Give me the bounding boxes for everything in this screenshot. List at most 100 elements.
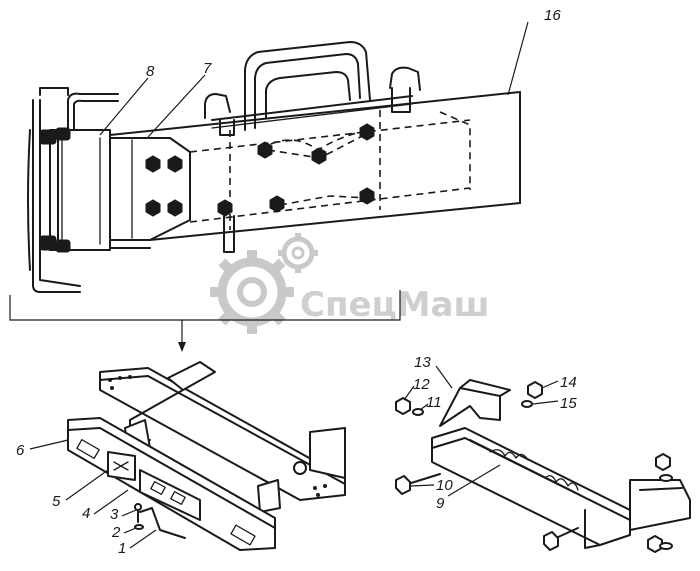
bumper-exploded-view <box>67 361 346 551</box>
leader-12 <box>403 385 415 401</box>
bumper-slot-right <box>230 524 256 546</box>
view-arrow <box>9 290 401 352</box>
frame-rail-hidden-end <box>439 111 471 190</box>
rail-lug-right <box>389 66 421 91</box>
hitch-bolt-left-head <box>395 475 411 495</box>
leader-6 <box>29 439 69 450</box>
watermark-text: СпецМаш <box>300 285 490 325</box>
callout-labels: 16 8 7 6 5 4 3 2 1 13 12 11 14 15 10 9 <box>16 7 577 557</box>
hitch-bolt-bottom-head <box>543 531 559 551</box>
frame-rail-nuts <box>217 123 375 217</box>
leader-1 <box>129 529 157 549</box>
leader-9 <box>447 464 501 497</box>
view-bracket-line <box>9 290 401 321</box>
rail-stub-upper <box>167 361 216 391</box>
top-assembly-view <box>27 41 521 293</box>
hitch-spring-2 <box>544 475 579 491</box>
screw-head <box>134 503 142 511</box>
hitch-end-bracket-edge <box>639 487 683 491</box>
crossbeam-flange <box>99 375 346 485</box>
mount-plate-bolts <box>39 127 71 253</box>
hitch-washer-left <box>412 408 424 416</box>
view-arrow-head <box>178 342 186 352</box>
frame-bracket-bolts <box>145 155 183 217</box>
watermark-logo: СпецМаш <box>210 233 490 334</box>
hitch-beam <box>431 427 631 546</box>
hitch-upper-bracket <box>439 387 501 427</box>
tow-hitch-exploded-view <box>395 379 691 553</box>
callout-13: 13 <box>414 354 431 371</box>
mount-plate-ribs <box>61 137 101 245</box>
callout-leaders <box>29 21 559 549</box>
air-pipe-bottom <box>73 99 119 131</box>
tow-handle-grip <box>265 71 351 119</box>
bumper <box>67 417 276 551</box>
crossbeam-tow-hole <box>293 461 307 475</box>
hitch-end-nuts <box>647 453 673 553</box>
callout-4: 4 <box>82 505 90 522</box>
leader-3 <box>121 509 137 517</box>
hitch-upper-bracket-top <box>459 379 511 397</box>
watermark-gear-large-icon <box>210 250 294 334</box>
callout-2: 2 <box>111 524 121 541</box>
rail-lug-bolt <box>391 87 411 113</box>
tow-handle-inner <box>254 53 361 129</box>
leader-2 <box>123 527 137 534</box>
license-plate-slot-2 <box>170 491 186 505</box>
leader-13 <box>435 365 453 389</box>
mount-lower-lip <box>109 239 151 249</box>
frame-rail-top <box>109 91 521 136</box>
bumper-insert-cross <box>113 461 129 471</box>
callout-15: 15 <box>560 395 577 412</box>
hitch-bolt-bottom <box>555 527 579 539</box>
callout-10: 10 <box>436 477 453 494</box>
crossmember-top-inner <box>211 103 413 129</box>
callout-6: 6 <box>16 442 25 459</box>
beam-bracket-right <box>257 479 281 513</box>
bumper-upper-edge <box>67 427 276 529</box>
frame-bracket <box>109 137 191 241</box>
hitch-nut-right <box>527 381 543 399</box>
watermark-gear-small-icon <box>278 233 318 273</box>
hitch-bolt-left <box>407 473 441 485</box>
rail-lug-left <box>204 93 231 119</box>
spring-hidden-line-lower <box>279 195 369 206</box>
rail-stub-lower <box>309 427 346 479</box>
leader-7 <box>147 74 206 138</box>
callout-1: 1 <box>118 540 126 557</box>
callout-11: 11 <box>426 394 442 411</box>
hitch-nut-left <box>395 397 411 415</box>
mount-plate <box>49 129 111 251</box>
hitch-rod <box>469 439 581 496</box>
bumper-end-top <box>39 87 69 96</box>
callout-3: 3 <box>110 506 119 523</box>
bumper-end-inner <box>39 99 81 287</box>
rail-bottom-bolt <box>223 215 235 253</box>
bumper-end-profile <box>32 99 81 293</box>
frame-rail-hidden-upper <box>189 119 471 153</box>
callout-12: 12 <box>413 376 430 393</box>
callout-5: 5 <box>52 493 61 510</box>
hitch-washer-right <box>521 400 533 408</box>
leader-4 <box>93 489 129 515</box>
rail-top-bolt <box>219 119 235 136</box>
license-plate-slot-1 <box>150 481 166 495</box>
leader-15 <box>532 400 559 405</box>
frame-rail-bottom <box>149 202 521 241</box>
crossbeam-holes <box>108 375 327 497</box>
leader-11 <box>419 403 429 411</box>
callout-14: 14 <box>560 374 577 391</box>
callout-7: 7 <box>203 60 212 77</box>
hitch-beam-end-flange <box>584 509 601 549</box>
leader-14 <box>541 380 559 389</box>
leader-10 <box>409 484 435 487</box>
washer <box>134 524 144 530</box>
bumper-slot-left <box>76 439 100 459</box>
bumper-end-flange <box>27 129 31 271</box>
crossmember-top <box>211 95 413 121</box>
callout-8: 8 <box>146 63 155 80</box>
hitch-spring <box>489 449 529 461</box>
leader-16 <box>507 21 529 96</box>
